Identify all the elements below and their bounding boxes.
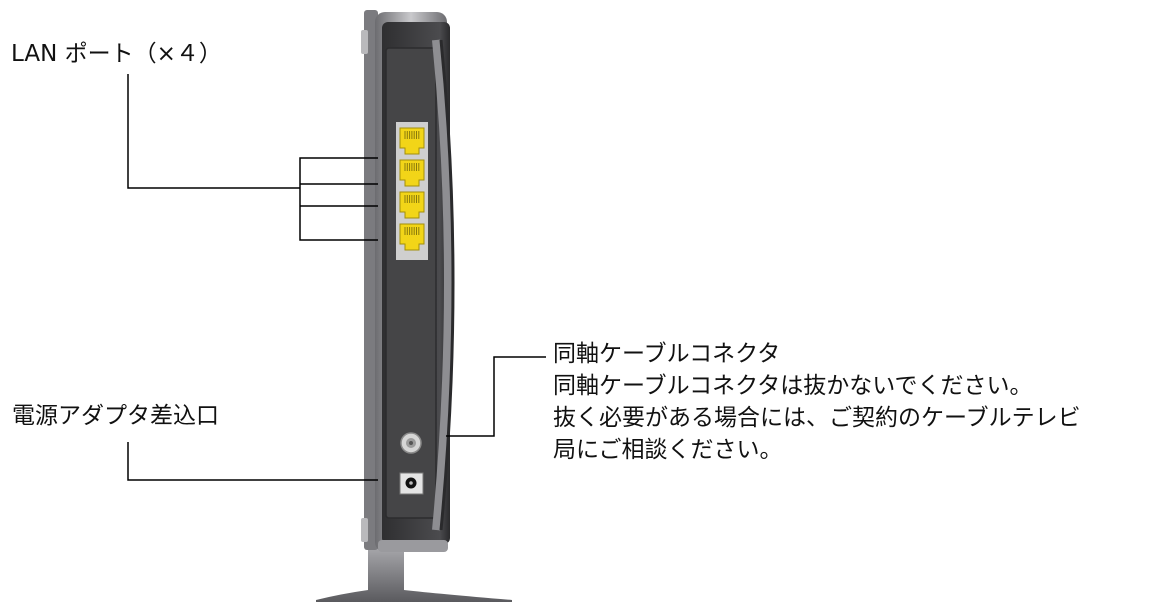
power-leader-line [127,442,378,481]
coax-connector-title: 同軸ケーブルコネクタ [553,341,781,367]
coax-note-line-2: 抜く必要がある場合には、ご契約のケーブルテレビ [553,405,1081,431]
power-jack [399,472,424,495]
lan-port-3 [399,191,425,219]
coax-connector [400,432,422,454]
coax-note-line-3: 局にご相談ください。 [553,437,783,463]
coax-leader-line [446,356,546,437]
lan-ports-label: LAN ポート（×４） [11,41,222,67]
lan-port-2 [399,159,425,187]
power-adapter-label: 電源アダプタ差込口 [12,403,219,429]
router-side-rail [361,10,378,550]
lan-port-bracket [299,157,378,241]
router-body [375,12,455,552]
lan-leader-line [127,74,300,189]
coax-note-line-1: 同軸ケーブルコネクタは抜かないでください。 [553,373,1033,399]
router-stand [316,548,512,602]
coax-connector-callout: 同軸ケーブルコネクタ 同軸ケーブルコネクタは抜かないでください。 抜く必要がある… [553,338,1081,466]
lan-port-4 [399,223,425,251]
lan-port-1 [399,127,425,155]
lan-ports [399,127,425,251]
